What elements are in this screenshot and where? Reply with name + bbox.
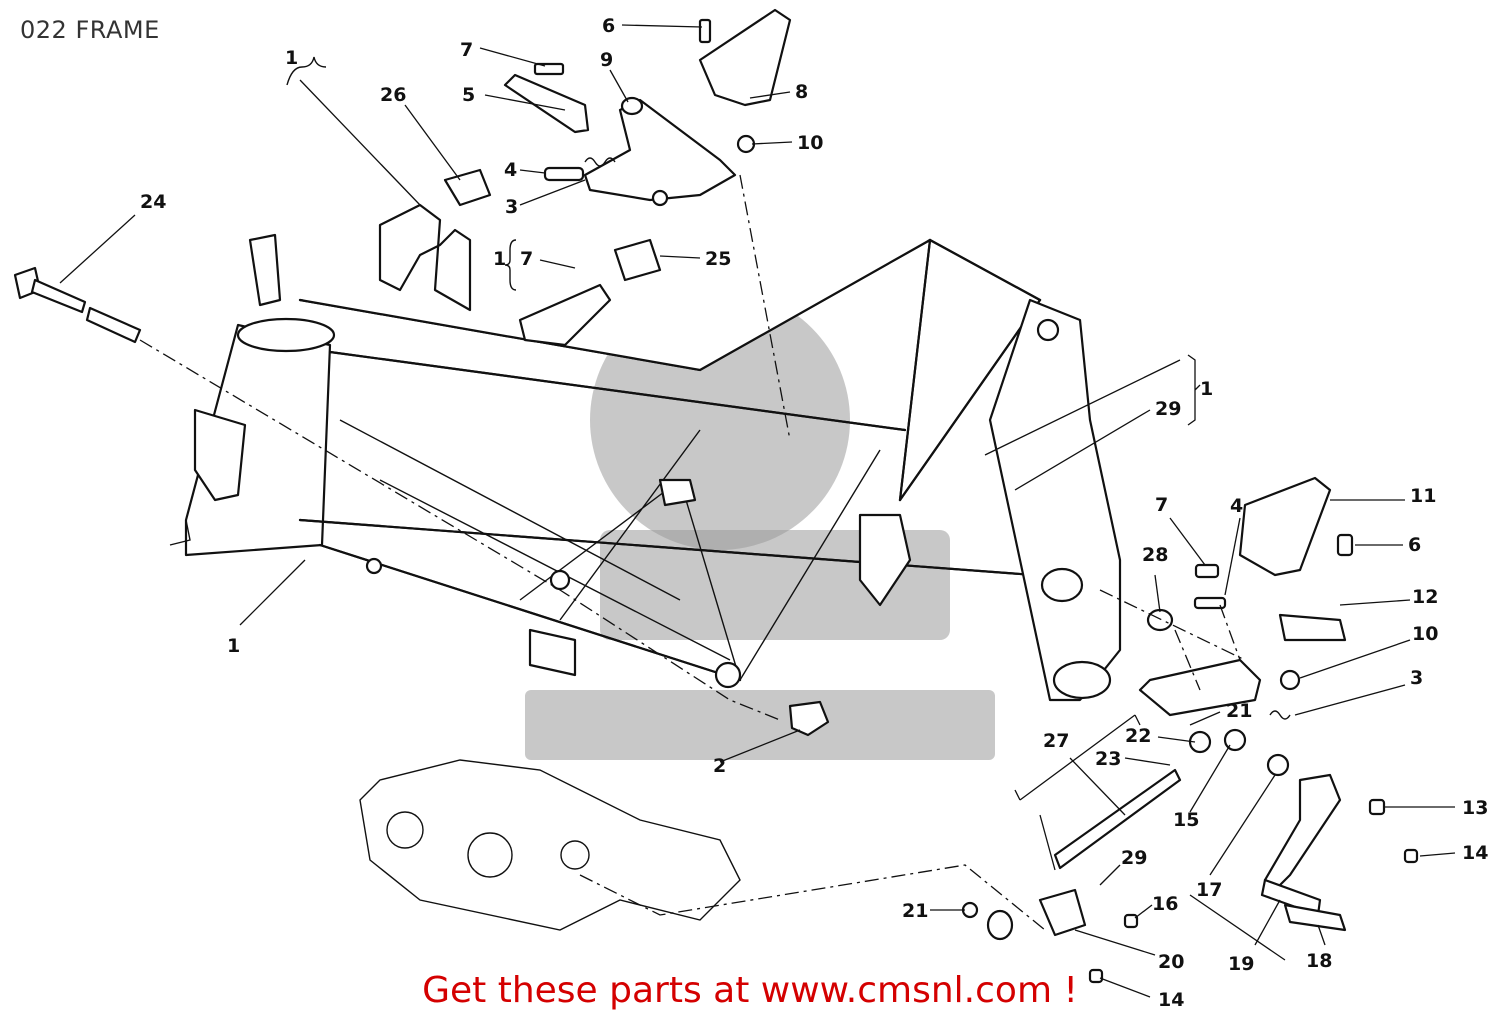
passenger-bracket	[248, 168, 662, 347]
callout-7: 7	[1155, 494, 1168, 516]
callout-20: 20	[1158, 951, 1184, 973]
callout-5: 5	[462, 84, 475, 106]
callout-19: 19	[1228, 953, 1254, 975]
leader-lines	[59, 24, 1456, 998]
callout-21: 21	[1226, 700, 1252, 722]
callout-11: 11	[1410, 485, 1436, 507]
callout-17: 17	[1196, 879, 1222, 901]
rear-footrest-bracket-upper	[503, 8, 792, 207]
callout-14: 14	[1462, 842, 1488, 864]
callout-13: 13	[1462, 797, 1488, 819]
callout-15: 15	[1173, 809, 1199, 831]
watermark-logo	[525, 290, 995, 760]
callout-1: 1	[285, 47, 298, 69]
promo-banner[interactable]: Get these parts at www.cmsnl.com !	[422, 970, 1078, 1011]
callout-29: 29	[1121, 847, 1147, 869]
callout-7: 7	[520, 248, 533, 270]
callout-28: 28	[1142, 544, 1168, 566]
callout-29: 29	[1155, 398, 1181, 420]
callout-14: 14	[1158, 989, 1184, 1011]
callout-24: 24	[140, 191, 166, 213]
engine-casing	[359, 759, 741, 931]
callout-3: 3	[505, 196, 518, 218]
callout-16: 16	[1152, 893, 1178, 915]
kit-braces	[286, 56, 517, 291]
main-frame	[169, 238, 1122, 737]
callout-1: 1	[227, 635, 240, 657]
callout-9: 9	[600, 49, 613, 71]
callout-26: 26	[380, 84, 406, 106]
callout-7: 7	[460, 39, 473, 61]
callout-10: 10	[797, 132, 823, 154]
callout-4: 4	[504, 159, 517, 181]
callout-6: 6	[602, 15, 615, 37]
callout-1: 1	[493, 248, 506, 270]
callout-23: 23	[1095, 748, 1121, 770]
callout-6: 6	[1408, 534, 1421, 556]
callout-1: 1	[1200, 378, 1213, 400]
rear-footrest-bracket-lower	[1138, 476, 1354, 720]
callout-12: 12	[1412, 586, 1438, 608]
callout-10: 10	[1412, 623, 1438, 645]
alignment-lines	[139, 174, 1246, 931]
page-title: 022 FRAME	[20, 16, 160, 44]
callout-25: 25	[705, 248, 731, 270]
callout-4: 4	[1230, 495, 1243, 517]
callout-8: 8	[795, 81, 808, 103]
callout-22: 22	[1125, 725, 1151, 747]
callout-labels: 6 7 9 1 26 5 8 10 4 3 24 1 7 25 1 29 7 4…	[140, 15, 1488, 1011]
callout-2: 2	[713, 755, 726, 777]
gearchange-linkage	[961, 728, 1419, 984]
callout-21: 21	[902, 900, 928, 922]
callout-18: 18	[1306, 950, 1332, 972]
long-bolt	[13, 266, 142, 344]
callout-27: 27	[1043, 730, 1069, 752]
callout-3: 3	[1410, 667, 1423, 689]
